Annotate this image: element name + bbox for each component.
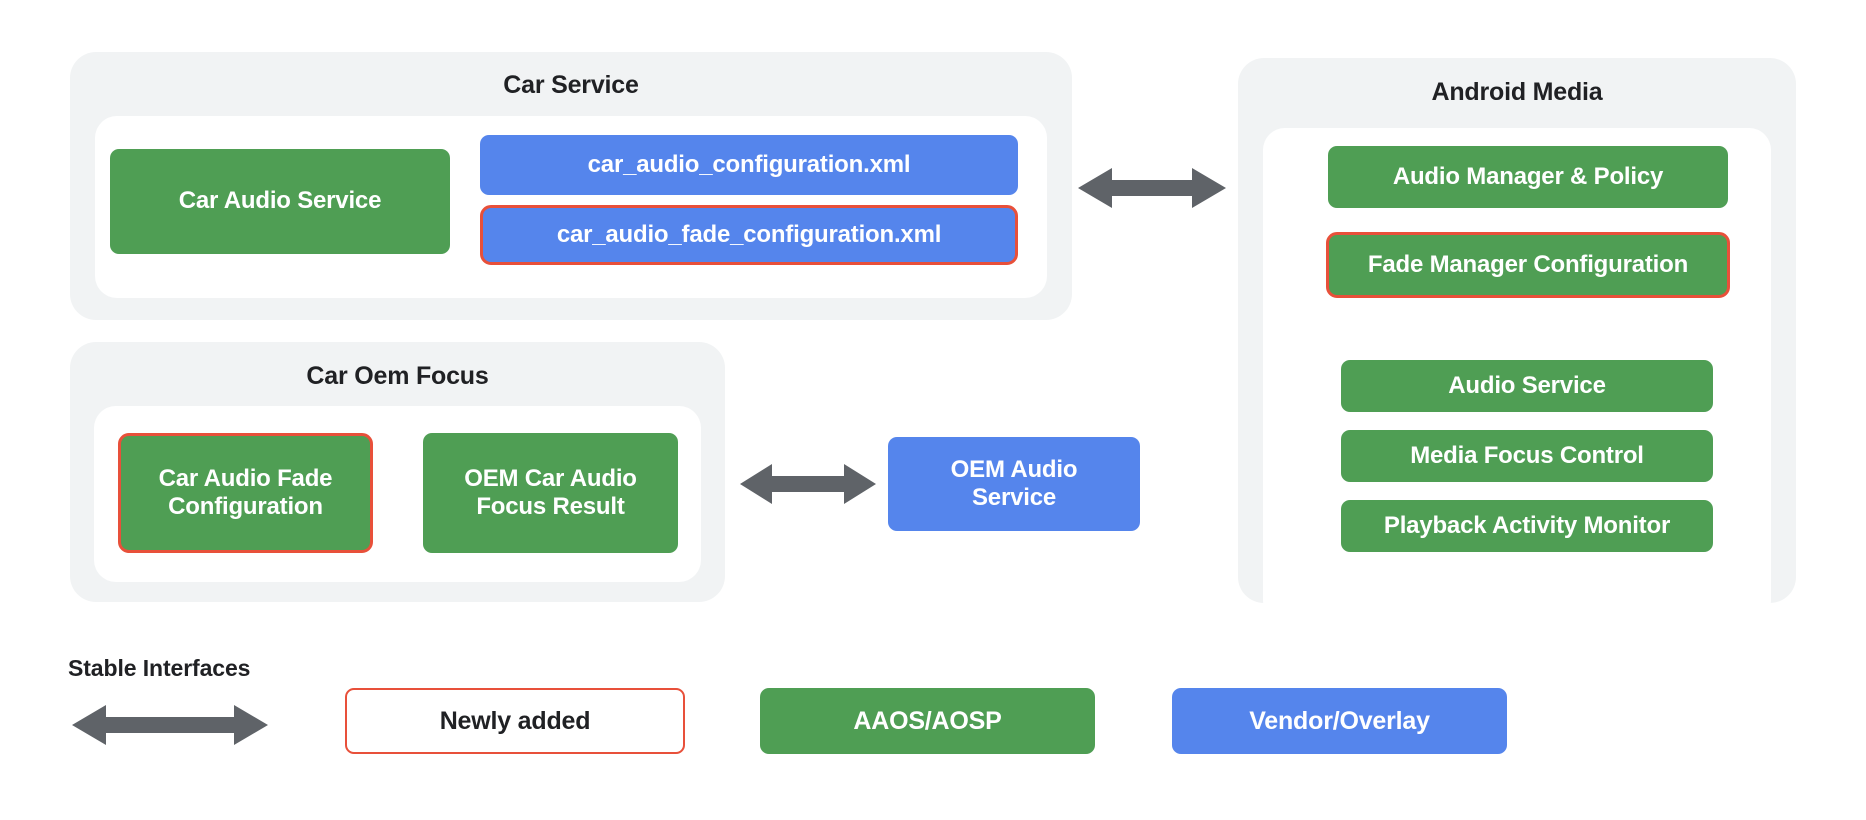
legend-item-vendor-overlay[interactable]: Vendor/Overlay (1172, 688, 1507, 754)
legend-item-vendor-overlay-label: Vendor/Overlay (1249, 706, 1430, 735)
double-arrow-icon-legend-stable-interfaces (72, 702, 268, 748)
node-audio-manager-policy[interactable]: Audio Manager & Policy (1328, 146, 1728, 208)
node-audio-service-label: Audio Service (1448, 371, 1606, 399)
node-car-audio-service[interactable]: Car Audio Service (110, 149, 450, 254)
legend-item-newly-added[interactable]: Newly added (345, 688, 685, 754)
node-car-audio-configuration-xml[interactable]: car_audio_configuration.xml (480, 135, 1018, 195)
node-car-audio-fade-configuration-xml[interactable]: car_audio_fade_configuration.xml (480, 205, 1018, 265)
node-playback-activity-monitor-label: Playback Activity Monitor (1383, 511, 1671, 539)
node-fade-manager-configuration[interactable]: Fade Manager Configuration (1326, 232, 1730, 298)
node-audio-service[interactable]: Audio Service (1341, 360, 1713, 412)
node-car-audio-service-label: Car Audio Service (178, 187, 382, 215)
group-car-oem-focus-title: Car Oem Focus (306, 362, 489, 390)
double-arrow-icon-car-service-to-android-media (1078, 165, 1226, 211)
node-oem-car-audio-focus-result[interactable]: OEM Car Audio Focus Result (423, 433, 678, 553)
group-car-service-title: Car Service (503, 71, 639, 99)
node-car-audio-fade-configuration-label: Car Audio Fade Configuration (158, 464, 333, 520)
double-arrow-icon-car-oem-focus-to-oem-audio-service (740, 461, 876, 507)
node-playback-activity-monitor[interactable]: Playback Activity Monitor (1341, 500, 1713, 552)
node-oem-car-audio-focus-result-label: OEM Car Audio Focus Result (464, 464, 637, 520)
group-android-media-title: Android Media (1431, 78, 1603, 106)
node-car-audio-configuration-xml-label: car_audio_configuration.xml (587, 150, 911, 178)
node-oem-audio-service[interactable]: OEM Audio Service (888, 437, 1140, 531)
node-oem-audio-service-label-line2: Service (971, 484, 1056, 511)
group-car-oem-focus: Car Oem Focus Car Audio Fade Configurati… (70, 342, 725, 602)
node-oem-audio-service-label-line1: OEM Audio (950, 455, 1078, 483)
node-audio-manager-policy-label: Audio Manager & Policy (1392, 162, 1664, 190)
group-car-service: Car Service Car Audio Service car_audio_… (70, 52, 1072, 320)
node-media-focus-control[interactable]: Media Focus Control (1341, 430, 1713, 482)
legend-item-newly-added-label: Newly added (439, 706, 591, 735)
legend-item-aaos-aosp[interactable]: AAOS/AOSP (760, 688, 1095, 754)
node-car-audio-fade-configuration[interactable]: Car Audio Fade Configuration (118, 433, 373, 553)
legend-stable-interfaces-label: Stable Interfaces (68, 655, 251, 681)
node-media-focus-control-label: Media Focus Control (1410, 441, 1644, 469)
node-fade-manager-configuration-label: Fade Manager Configuration (1367, 250, 1689, 278)
legend-item-aaos-aosp-label: AAOS/AOSP (853, 706, 1002, 735)
group-android-media: Android Media Audio Manager & Policy Fad… (1238, 58, 1796, 623)
node-car-audio-fade-configuration-xml-label: car_audio_fade_configuration.xml (556, 220, 942, 248)
